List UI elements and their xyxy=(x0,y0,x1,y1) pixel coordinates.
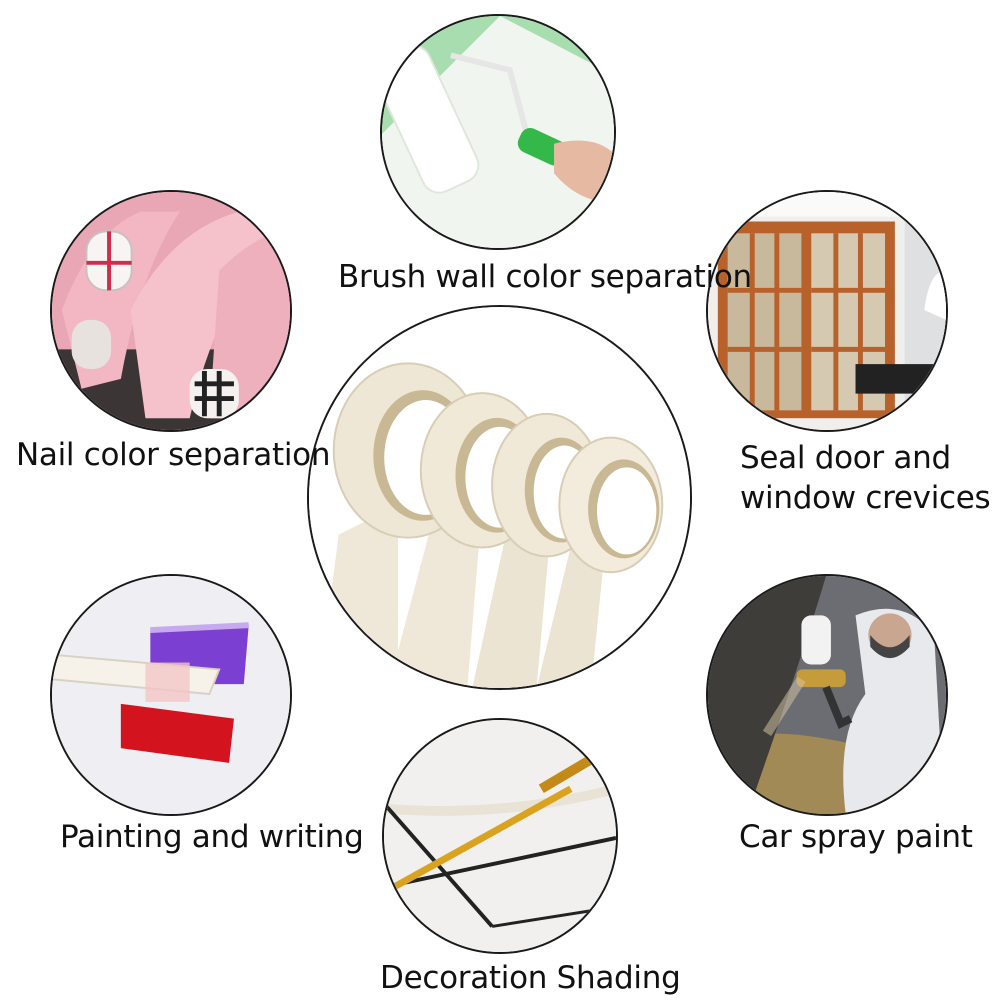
car-spray-photo xyxy=(706,574,948,816)
paint-stroke-icon xyxy=(52,576,290,814)
tape-rolls-photo xyxy=(307,305,692,690)
nail-photo xyxy=(50,190,292,432)
brush-wall-photo xyxy=(380,14,616,250)
spray-gun-icon xyxy=(708,576,946,814)
painting-photo xyxy=(50,574,292,816)
brush-wall-label: Brush wall color separation xyxy=(338,259,752,295)
decoration-label: Decoration Shading xyxy=(380,960,681,996)
masking-tape-rolls-icon xyxy=(309,307,690,688)
door-window-label-line1: Seal door and xyxy=(740,440,951,476)
door-photo xyxy=(706,190,948,432)
door-icon xyxy=(708,192,946,430)
paint-roller-icon xyxy=(382,16,614,248)
nail-icon xyxy=(52,192,290,430)
car-spray-label: Car spray paint xyxy=(739,819,973,855)
decoration-photo xyxy=(382,718,618,954)
door-window-label-line2: window crevices xyxy=(740,480,991,516)
painting-label: Painting and writing xyxy=(60,819,364,855)
brush-icon xyxy=(384,720,616,952)
door-window-label: Seal door and window crevices xyxy=(740,438,991,518)
nail-label: Nail color separation xyxy=(16,437,331,473)
